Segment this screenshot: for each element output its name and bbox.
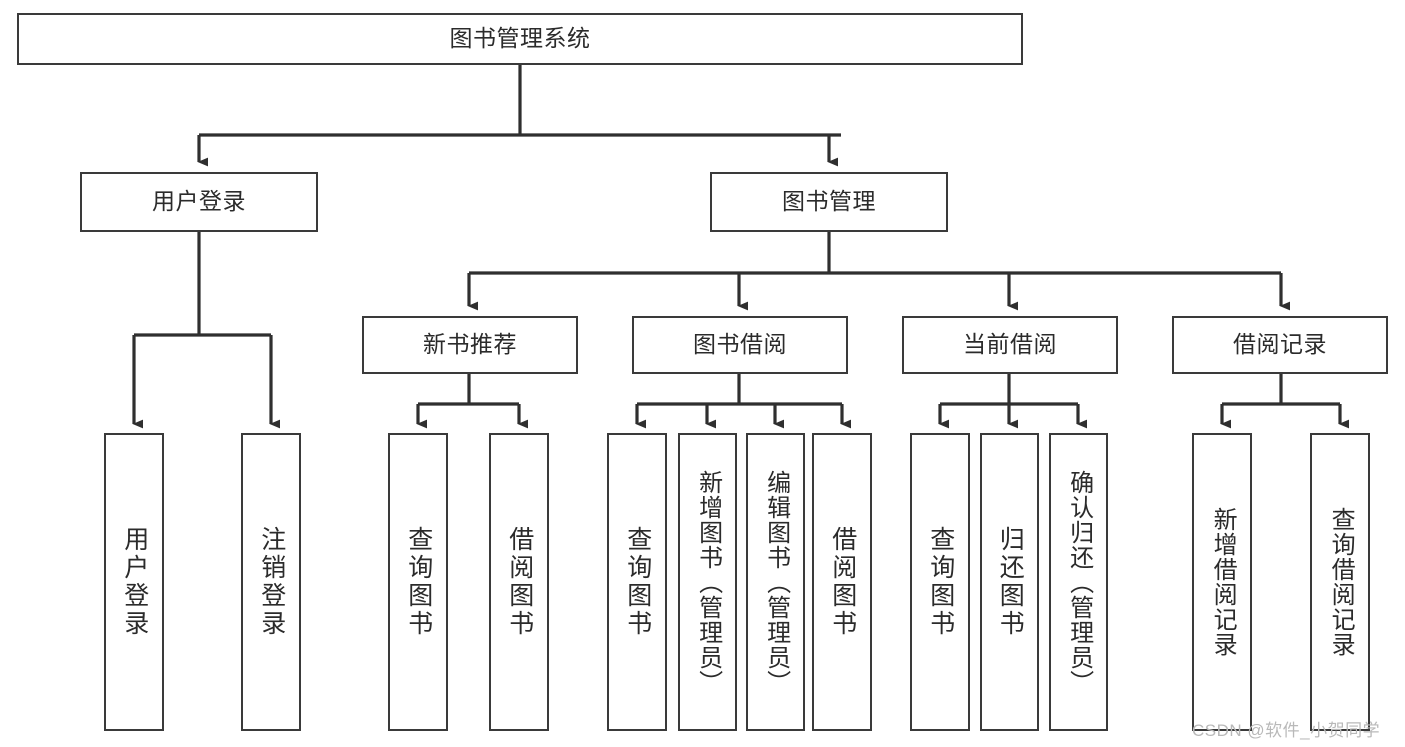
node-leaf-query-book-3-label: 查询图书: [926, 526, 955, 638]
node-leaf-add-book[interactable]: 新增图书（管理员）: [678, 433, 737, 731]
node-leaf-login[interactable]: 用户登录: [104, 433, 164, 731]
node-user-login[interactable]: 用户登录: [80, 172, 318, 232]
node-leaf-add-book-label: 新增图书（管理员）: [694, 469, 722, 695]
node-leaf-borrow-book-2-label: 借阅图书: [828, 526, 857, 638]
node-current-borrow[interactable]: 当前借阅: [902, 316, 1118, 374]
node-leaf-query-book-1[interactable]: 查询图书: [388, 433, 448, 731]
node-leaf-query-borrow-record-label: 查询借阅记录: [1327, 507, 1355, 657]
node-leaf-confirm-return[interactable]: 确认归还（管理员）: [1049, 433, 1108, 731]
node-leaf-borrow-book-1-label: 借阅图书: [505, 526, 534, 638]
node-leaf-return-book[interactable]: 归还图书: [980, 433, 1039, 731]
node-current-borrow-label: 当前借阅: [963, 331, 1057, 358]
node-leaf-edit-book-label: 编辑图书（管理员）: [762, 469, 790, 695]
node-user-login-label: 用户登录: [152, 188, 246, 215]
node-root-system[interactable]: 图书管理系统: [17, 13, 1023, 65]
node-leaf-borrow-book-2[interactable]: 借阅图书: [812, 433, 872, 731]
node-new-book-recommend[interactable]: 新书推荐: [362, 316, 578, 374]
node-leaf-query-book-2[interactable]: 查询图书: [607, 433, 667, 731]
node-borrow-record-label: 借阅记录: [1233, 331, 1327, 358]
node-leaf-edit-book[interactable]: 编辑图书（管理员）: [746, 433, 805, 731]
node-leaf-borrow-book-1[interactable]: 借阅图书: [489, 433, 549, 731]
node-book-borrow-label: 图书借阅: [693, 331, 787, 358]
node-leaf-add-borrow-record[interactable]: 新增借阅记录: [1192, 433, 1252, 731]
node-new-book-recommend-label: 新书推荐: [423, 331, 517, 358]
node-leaf-confirm-return-label: 确认归还（管理员）: [1065, 469, 1093, 695]
node-book-management-label: 图书管理: [782, 188, 876, 215]
node-leaf-login-label: 用户登录: [120, 526, 149, 638]
watermark-text: CSDN @软件_小贺同学: [1192, 721, 1381, 740]
node-leaf-query-book-1-label: 查询图书: [404, 526, 433, 638]
node-book-borrow[interactable]: 图书借阅: [632, 316, 848, 374]
node-leaf-query-borrow-record[interactable]: 查询借阅记录: [1310, 433, 1370, 731]
node-leaf-query-book-3[interactable]: 查询图书: [910, 433, 970, 731]
node-leaf-add-borrow-record-label: 新增借阅记录: [1209, 507, 1237, 657]
node-leaf-logout[interactable]: 注销登录: [241, 433, 301, 731]
node-leaf-return-book-label: 归还图书: [996, 526, 1025, 638]
node-leaf-logout-label: 注销登录: [257, 526, 286, 638]
node-book-management[interactable]: 图书管理: [710, 172, 948, 232]
node-leaf-query-book-2-label: 查询图书: [623, 526, 652, 638]
node-borrow-record[interactable]: 借阅记录: [1172, 316, 1388, 374]
node-root-system-label: 图书管理系统: [449, 25, 591, 52]
